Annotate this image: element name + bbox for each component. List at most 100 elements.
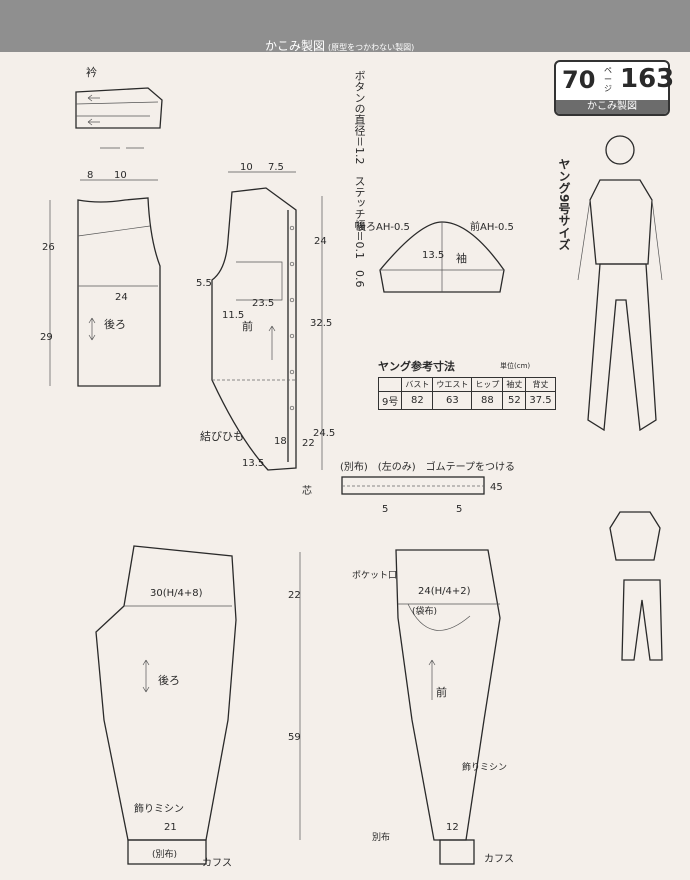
dim-22: 22: [302, 438, 315, 449]
button-mark: [289, 369, 295, 375]
button-note: ボタンの直径＝1.2 ステッチ幅＝0.1 0.6: [353, 70, 366, 288]
collar-outline: [75, 87, 163, 129]
back-pants: 30(H/4+8) 後ろ 22 59 飾りミシン 21 (別布) カフス: [95, 545, 301, 869]
measurement-table-title: ヤング参考寸法: [378, 360, 455, 373]
sleeve-piece: 後ろAH-0.5 前AH-0.5 袖 13.5: [356, 220, 514, 293]
table-cell: 82: [401, 391, 434, 410]
back-label: 後ろ: [104, 317, 126, 331]
collar-piece: 衿: [75, 65, 163, 149]
hip-back-label: 30(H/4+8): [150, 588, 203, 599]
pocket-bag-label: (袋布): [412, 605, 437, 617]
back-cuff-fabric: (別布): [152, 848, 177, 860]
measurement-table-block: ヤング参考寸法 単位(cm) バスト ウエスト ヒップ 袖丈 背丈 9号 82 …: [377, 358, 556, 410]
collar-inner-lines: [75, 101, 159, 117]
collar-label: 衿: [86, 65, 97, 79]
button-mark: [289, 261, 295, 267]
pants-thumbnail: [621, 579, 663, 661]
dim-8: 8: [87, 170, 93, 181]
front-pocket: [236, 261, 283, 301]
dim-24-front: 24: [314, 236, 327, 247]
pocket-bag-curve: [407, 603, 471, 631]
button-mark: [289, 225, 295, 231]
button-mark: [289, 405, 295, 411]
dim-12: 12: [446, 822, 459, 833]
model-arms: [577, 199, 663, 281]
sleeve-back-label: 後ろAH-0.5: [356, 220, 410, 233]
front-label: 前: [242, 319, 253, 333]
badge-page-label: ページ: [604, 66, 612, 93]
table-cell: 37.5: [525, 391, 556, 410]
measurement-unit: 単位(cm): [500, 362, 531, 370]
dim-18: 18: [274, 436, 287, 447]
dim-21: 21: [164, 822, 177, 833]
model-shirt: [589, 179, 653, 265]
dim-45: 45: [490, 482, 503, 493]
tie-label: 結びひも: [200, 429, 244, 443]
back-cuff: [127, 839, 207, 865]
collar-grain-arrows: [87, 94, 100, 126]
dim-5b: 5: [456, 504, 462, 515]
dim-75: 7.5: [268, 162, 284, 173]
core-label: 芯: [302, 484, 312, 497]
dim-22-pants: 22: [288, 590, 301, 601]
cuff-label-front: カフス: [484, 853, 514, 865]
front-outline: [211, 187, 297, 471]
size-label: ヤング9号サイズ: [557, 158, 571, 251]
dim-235: 23.5: [252, 298, 274, 309]
back-grain-arrow: [88, 317, 96, 341]
pocket-opening-label: ポケット口: [352, 570, 397, 581]
dim-10-front: 10: [240, 162, 253, 173]
measurement-table: バスト ウエスト ヒップ 袖丈 背丈 9号 82 63 88 52 37.5: [377, 377, 556, 410]
elastic-strip: (別布) (左のみ) ゴムテープをつける 45 5 5: [340, 460, 515, 515]
back-outline: [77, 197, 161, 387]
dim-10: 10: [114, 170, 127, 181]
dim-59: 59: [288, 732, 301, 743]
button-mark: [289, 297, 295, 303]
dim-5a: 5: [382, 504, 388, 515]
back-yoke-lines: [77, 225, 158, 287]
front-bodice: 10 7.5 前 32.5 24.5 24 5.5 11.5 23.5 結びひも…: [196, 162, 335, 497]
front-pants-grain-arrow: [428, 659, 436, 700]
ornament-stitch-front: 飾りミシン: [462, 761, 507, 773]
garment-thumbnails: [609, 511, 663, 661]
shirt-thumbnail: [609, 511, 661, 561]
dim-135: 13.5: [242, 458, 264, 469]
back-pants-grain-arrow: [142, 659, 150, 693]
front-pants-label: 前: [436, 685, 447, 699]
dim-24: 24: [115, 292, 128, 303]
elastic-strip-outline: [341, 476, 485, 495]
elastic-note: (別布) (左のみ) ゴムテープをつける: [340, 460, 515, 473]
sleeve-guides: [380, 222, 504, 292]
dim-115: 11.5: [222, 310, 244, 321]
model-illustration: [577, 135, 663, 432]
sleeve-front-label: 前AH-0.5: [470, 220, 514, 233]
hip-front-label: 24(H/4+2): [418, 586, 471, 597]
badge-subtitle: かこみ製図: [556, 100, 668, 114]
dim-55: 5.5: [196, 278, 212, 289]
sleeve-label: 袖: [456, 251, 467, 265]
sleeve-outline: [379, 221, 505, 293]
cuff-label-back: カフス: [202, 857, 232, 869]
header-bar: かこみ製図(原型をつかわない製図): [0, 0, 690, 54]
front-grain-arrow: [268, 325, 276, 360]
dim-325: 32.5: [310, 318, 332, 329]
ornament-stitch-back: 飾りミシン: [134, 802, 184, 815]
model-pants: [587, 263, 657, 432]
dim-26: 26: [42, 242, 55, 253]
header-title-text: かこみ製図: [265, 39, 326, 53]
badge-code: 163: [620, 64, 675, 94]
table-cell: 9号: [377, 391, 403, 410]
model-head: [605, 135, 635, 165]
dim-135-sleeve: 13.5: [422, 250, 444, 261]
front-cuff: [439, 839, 475, 865]
back-bodice: 8 10 26 29 24 後ろ: [40, 170, 161, 387]
front-pants: (袋布) 24(H/4+2) 前 ポケット口 飾りミシン 12 カフス 別布: [352, 549, 514, 865]
table-row: 9号 82 63 88 52 37.5: [377, 391, 556, 410]
dim-29: 29: [40, 332, 53, 343]
header-subtitle: (原型をつかわない製図): [328, 43, 415, 52]
badge-number: 70: [562, 66, 596, 94]
header-title: かこみ製図(原型をつかわない製図): [265, 37, 414, 54]
page-badge: 70 ページ 163 かこみ製図: [554, 60, 674, 116]
separate-fabric-label: 別布: [372, 831, 390, 843]
